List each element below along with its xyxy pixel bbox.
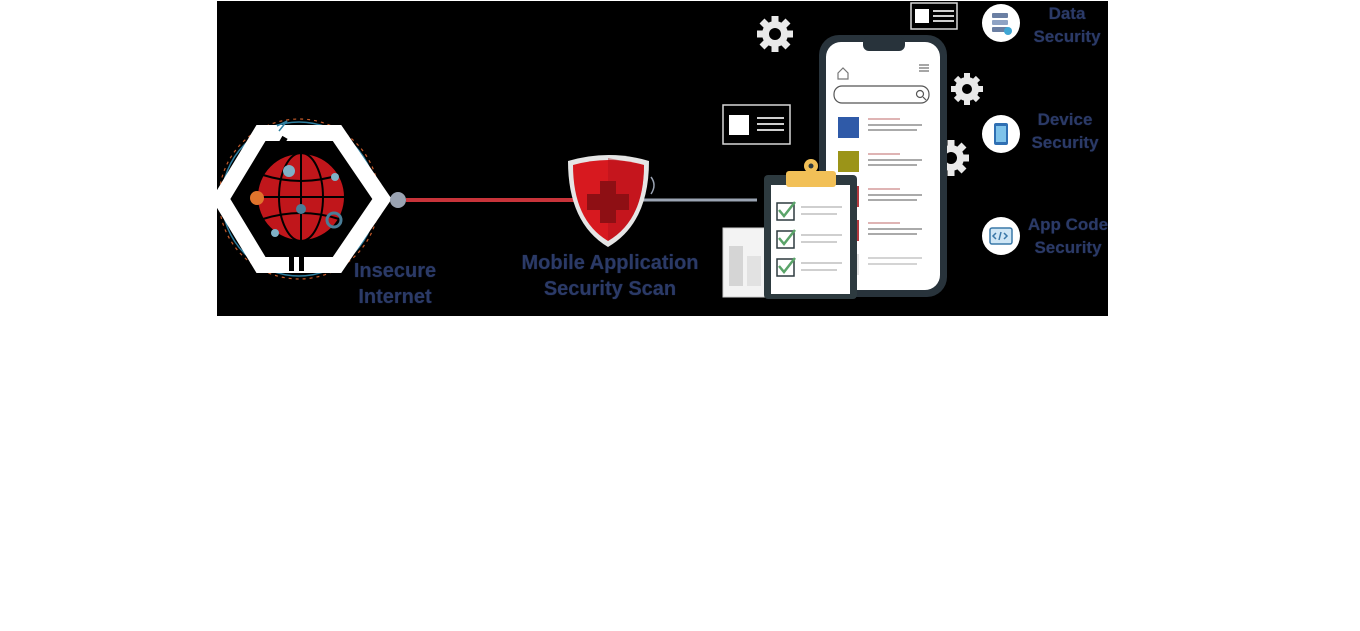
app-code-security-line1: App Code [1027,215,1108,234]
phone-search-input [833,85,930,104]
security-scan-label: Mobile Application Security Scan [500,250,720,302]
code-window-icon [982,217,1020,255]
security-scan-line1: Mobile Application [521,252,699,274]
list-item-thumb [838,117,859,138]
gear-icon [951,73,983,105]
device-security-line2: Security [1031,133,1099,152]
diagram-artwork [217,2,983,299]
security-scan-line2: Security Scan [543,278,677,300]
data-security-line2: Security [1033,27,1101,46]
insecure-globe-icon [217,118,392,280]
insecure-internet-line2: Internet [358,286,432,308]
app-code-security-label: App Code Security [1023,213,1108,259]
data-security-label: Data Security [1022,2,1108,48]
security-diagram-banner: Insecure Internet Mobile Application Sec… [217,1,1108,316]
shield-icon [568,155,655,247]
tablet-icon [982,115,1020,153]
search-icon [915,89,925,99]
data-security-line1: Data [1048,4,1086,23]
server-database-icon [982,4,1020,42]
app-code-security-line2: Security [1034,238,1102,257]
insecure-internet-label: Insecure Internet [345,258,445,310]
id-card-icon [722,104,791,145]
list-item-thumb [838,151,859,172]
device-security-label: Device Security [1020,108,1108,154]
menu-icon [919,64,929,72]
device-security-line1: Device [1037,110,1093,129]
gear-icon [757,16,793,52]
report-document-icon [722,227,772,298]
home-icon [837,67,849,80]
insecure-internet-line1: Insecure [353,260,437,282]
connector-node [390,192,406,208]
id-card-icon [910,2,958,30]
clipboard-checklist-icon [764,159,857,299]
